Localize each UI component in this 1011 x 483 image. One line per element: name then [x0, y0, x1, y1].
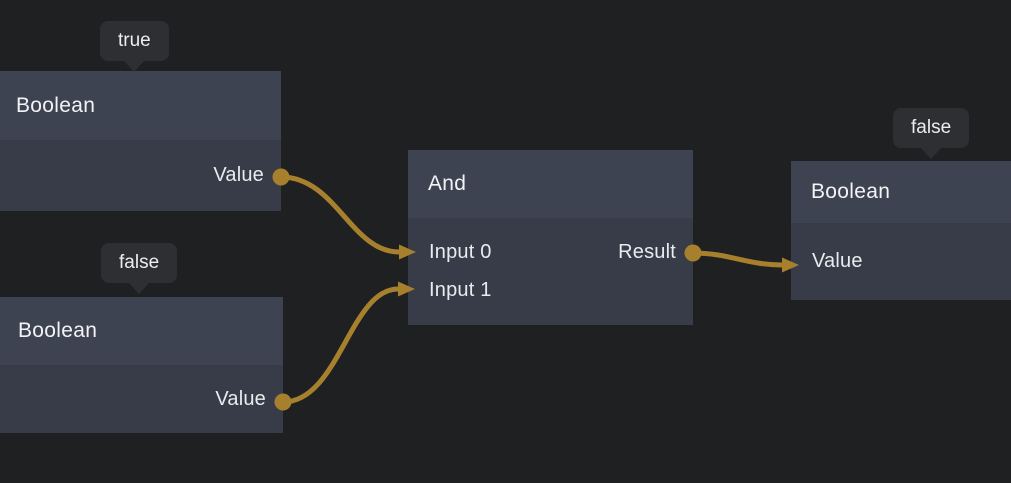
output-port-result-label: Result — [618, 241, 676, 263]
value-tooltip-boolean-1: true — [100, 21, 169, 72]
port-row: Value — [791, 243, 1011, 281]
node-body: Value — [791, 223, 1011, 300]
node-title[interactable]: Boolean — [0, 71, 281, 140]
tooltip-pointer-icon — [124, 61, 145, 72]
node-body: Value — [0, 365, 283, 433]
port-row: Value — [0, 380, 283, 418]
port-row: Input 0 Result — [408, 234, 693, 272]
node-title[interactable]: Boolean — [791, 161, 1011, 223]
node-boolean-3[interactable]: Boolean Value — [791, 161, 1011, 300]
node-and[interactable]: And Input 0 Result Input 1 — [408, 150, 693, 325]
edge-boolean2-to-and-input1[interactable] — [280, 281, 415, 405]
tooltip-pointer-icon — [129, 283, 150, 294]
node-title[interactable]: And — [408, 150, 693, 218]
input-port-input1-label: Input 1 — [429, 279, 492, 301]
tooltip-text: false — [119, 252, 160, 273]
edge-wire[interactable] — [278, 174, 402, 255]
tooltip-text: false — [911, 117, 952, 138]
input-port-value-label: Value — [812, 250, 863, 272]
port-row: Value — [0, 157, 281, 195]
value-tooltip-boolean-2: false — [101, 243, 178, 294]
node-body: Input 0 Result Input 1 — [408, 218, 693, 325]
output-port-value-label: Value — [213, 164, 264, 186]
edge-boolean1-to-and-input0[interactable] — [278, 174, 416, 260]
edge-wire[interactable] — [690, 250, 785, 268]
tooltip-pointer-icon — [921, 148, 942, 159]
edge-and-result-to-boolean3-value[interactable] — [690, 250, 799, 273]
node-body: Value — [0, 140, 281, 211]
port-row: Input 1 — [408, 272, 693, 310]
node-title[interactable]: Boolean — [0, 297, 283, 365]
node-boolean-1[interactable]: Boolean Value — [0, 71, 281, 211]
output-port-value-label: Value — [215, 387, 266, 410]
input-port-input0-label: Input 0 — [429, 241, 492, 263]
node-boolean-2[interactable]: Boolean Value — [0, 297, 283, 433]
value-tooltip-boolean-3: false — [893, 108, 970, 159]
tooltip-text: true — [118, 30, 151, 51]
edge-wire[interactable] — [280, 286, 401, 405]
